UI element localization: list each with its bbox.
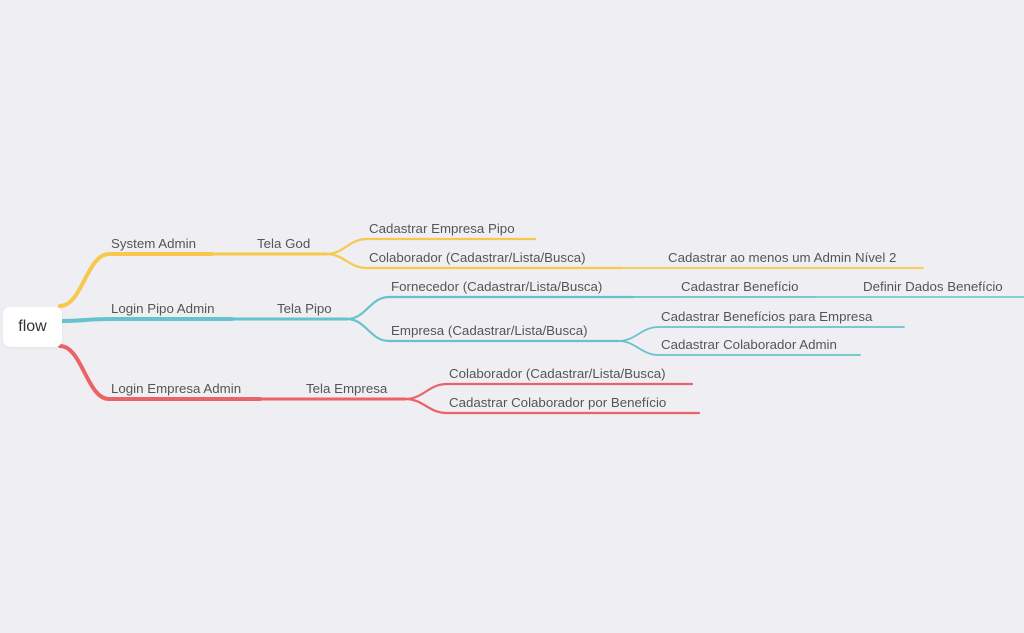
root-node[interactable]: flow	[3, 307, 62, 347]
node-empresa[interactable]: Empresa (Cadastrar/Lista/Busca)	[391, 323, 588, 338]
connector-cadastrar-colaborador-beneficio	[403, 397, 449, 415]
connector-fornecedor	[345, 295, 391, 321]
connector-cadastrar-colaborador-admin	[617, 340, 660, 356]
node-login-pipo-admin[interactable]: Login Pipo Admin	[111, 301, 215, 316]
node-colaborador-god[interactable]: Colaborador (Cadastrar/Lista/Busca)	[369, 250, 586, 265]
node-tela-empresa[interactable]: Tela Empresa	[306, 381, 388, 396]
node-definir-dados-beneficio[interactable]: Definir Dados Benefício	[863, 279, 1003, 294]
node-cadastrar-empresa-pipo[interactable]: Cadastrar Empresa Pipo	[369, 221, 515, 236]
node-system-admin[interactable]: System Admin	[111, 236, 196, 251]
node-cadastrar-colaborador-admin[interactable]: Cadastrar Colaborador Admin	[661, 337, 837, 352]
root-node-label: flow	[18, 318, 47, 335]
node-fornecedor[interactable]: Fornecedor (Cadastrar/Lista/Busca)	[391, 279, 603, 294]
connector-colaborador-god	[324, 252, 369, 270]
node-cadastrar-colaborador-beneficio[interactable]: Cadastrar Colaborador por Benefício	[449, 395, 667, 410]
node-cadastrar-beneficios-empresa[interactable]: Cadastrar Benefícios para Empresa	[661, 309, 873, 324]
node-tela-god[interactable]: Tela God	[257, 236, 311, 251]
node-tela-pipo[interactable]: Tela Pipo	[277, 301, 332, 316]
connector-colaborador-empresa	[403, 382, 449, 401]
connector-system-admin	[58, 252, 111, 308]
connector-cadastrar-empresa-pipo	[324, 237, 369, 256]
node-cadastrar-beneficio[interactable]: Cadastrar Benefício	[681, 279, 799, 294]
connector-empresa	[345, 317, 391, 343]
connector-login-pipo-admin	[60, 317, 111, 323]
node-cadastrar-admin-nivel2[interactable]: Cadastrar ao menos um Admin Nível 2	[668, 250, 897, 265]
connector-login-empresa-admin	[58, 344, 111, 401]
connector-cadastrar-beneficios-empresa	[617, 326, 660, 342]
node-colaborador-empresa[interactable]: Colaborador (Cadastrar/Lista/Busca)	[449, 366, 666, 381]
node-login-empresa-admin[interactable]: Login Empresa Admin	[111, 381, 242, 396]
